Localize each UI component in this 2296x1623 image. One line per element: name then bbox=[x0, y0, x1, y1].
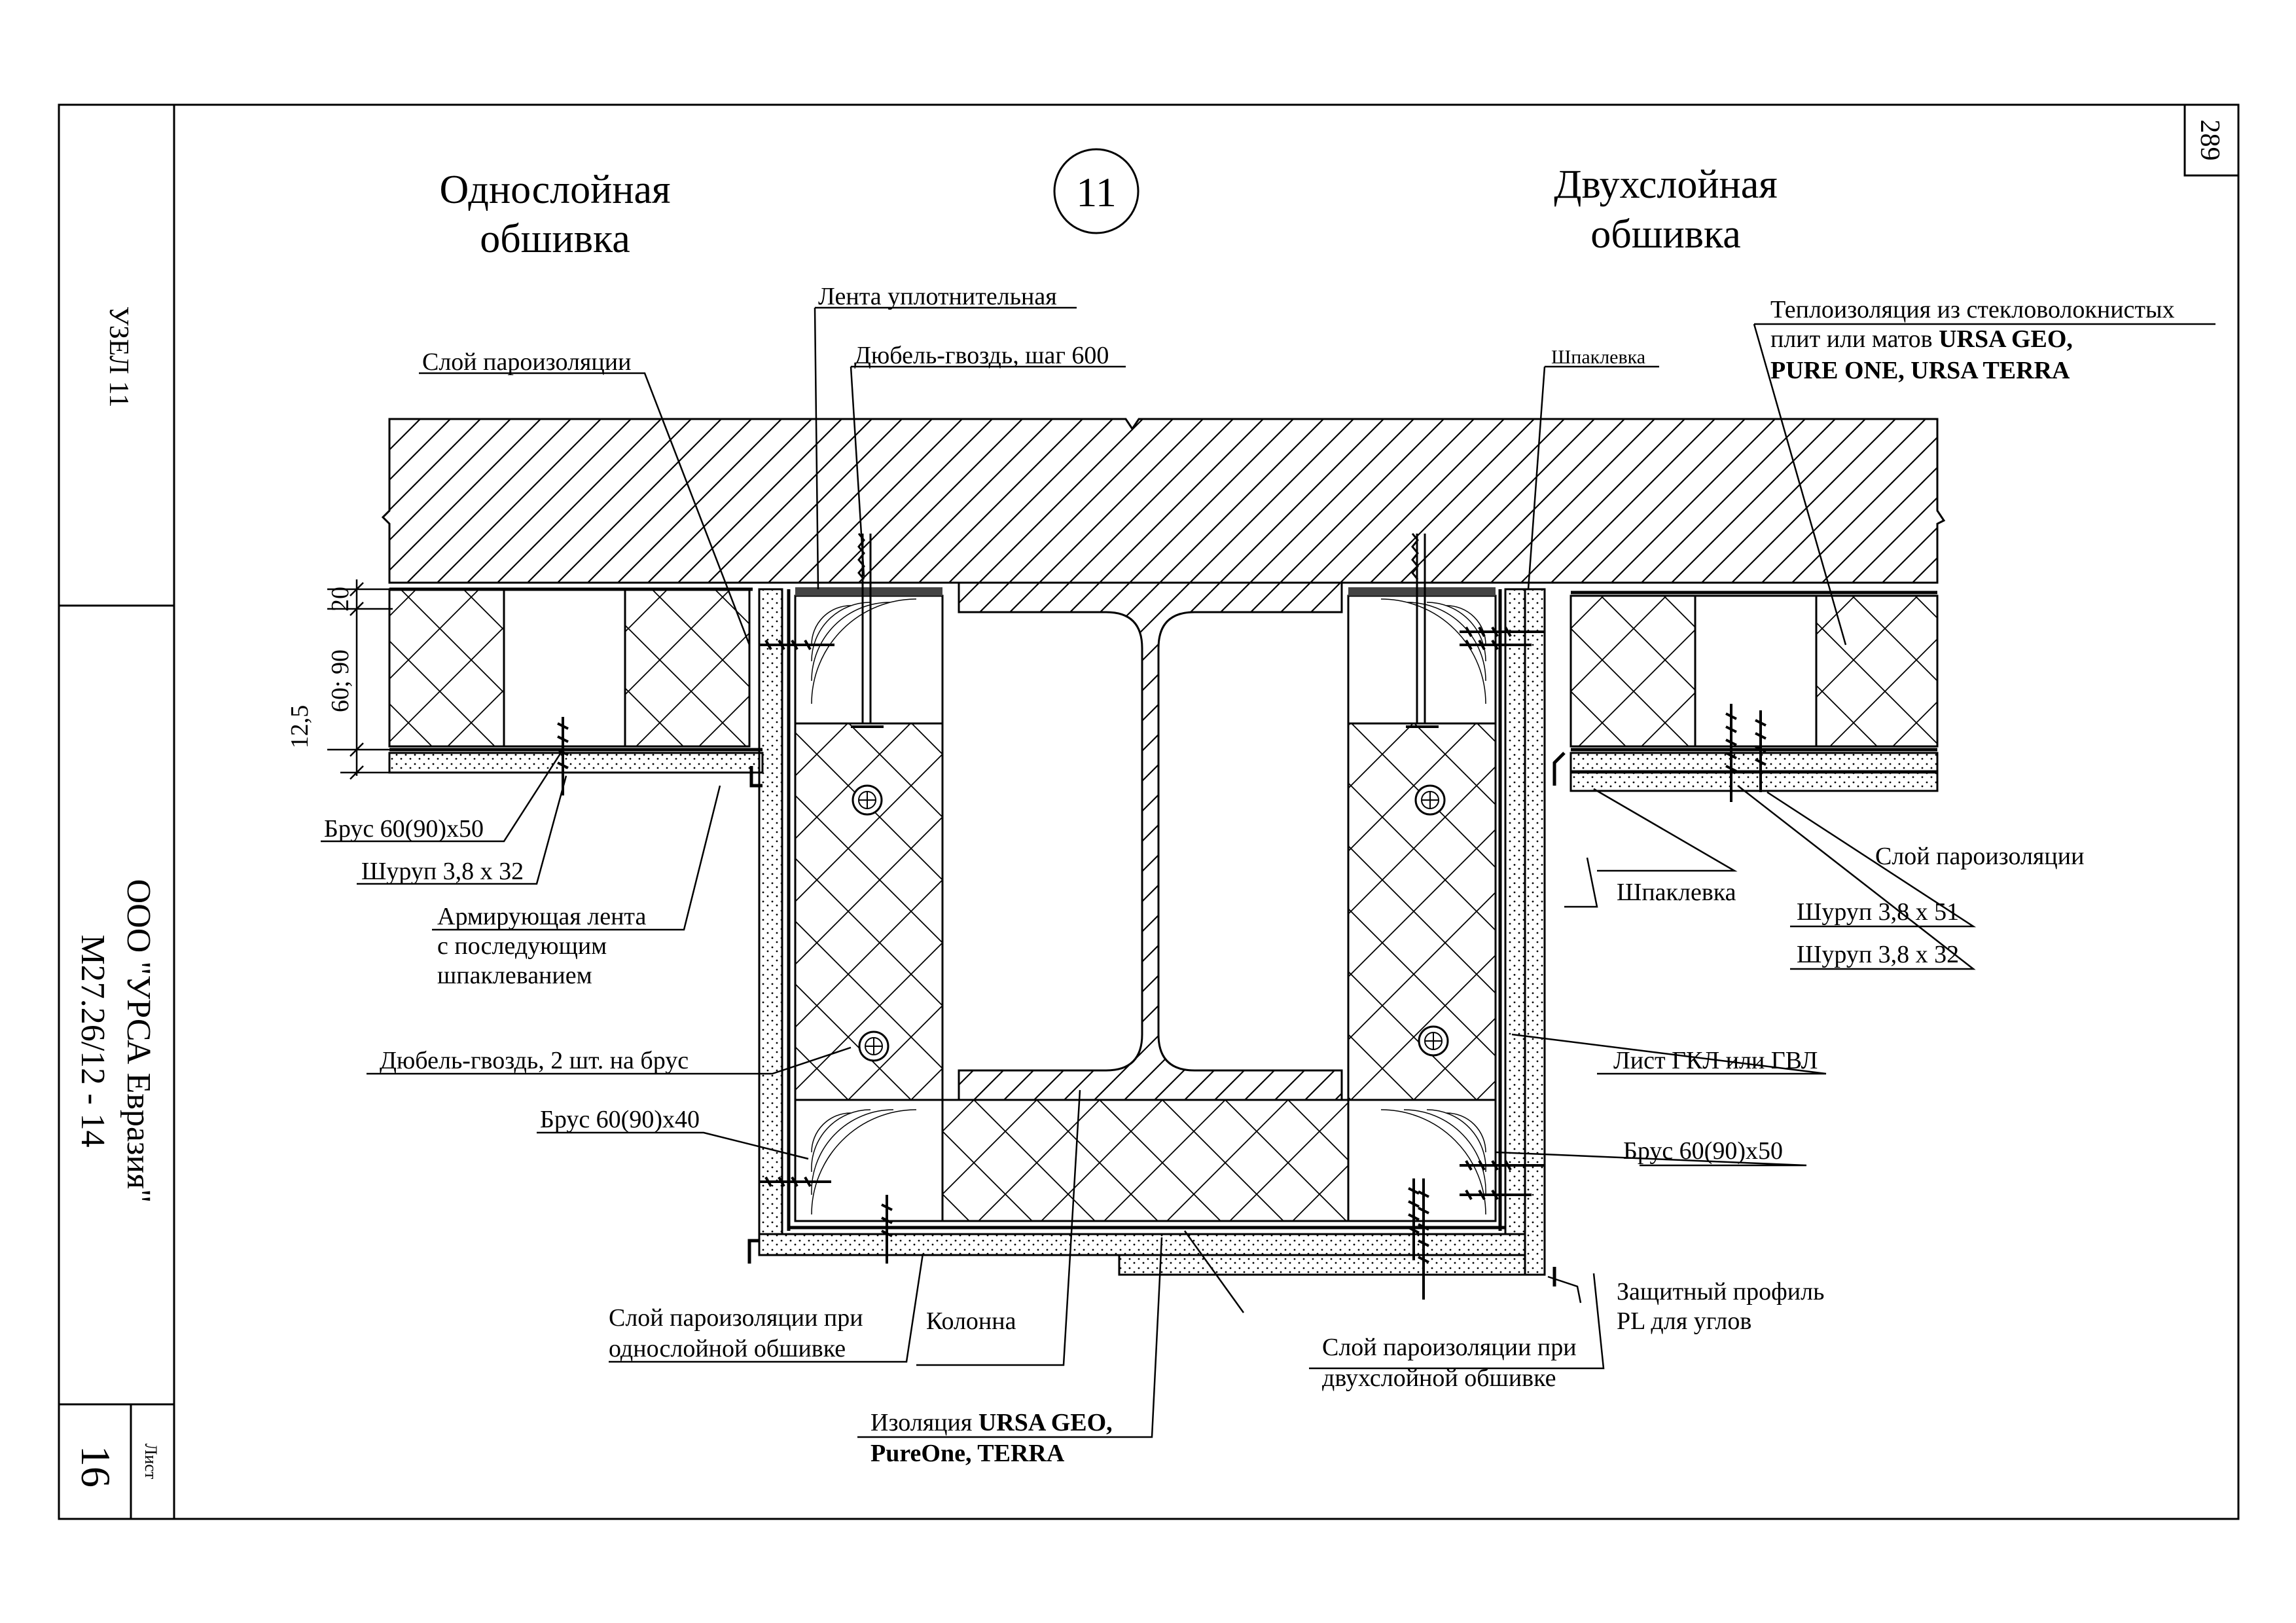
label-gkl-sheet: Лист ГКЛ или ГВЛ bbox=[1613, 1047, 1818, 1074]
dimension-12-5: 12,5 bbox=[286, 705, 314, 749]
label-insulation-line1: Изоляция URSA GEO, bbox=[870, 1409, 1113, 1436]
label-dowel-step: Дюбель-гвоздь, шаг 600 bbox=[854, 342, 1109, 369]
label-beam-60x50-left: Брус 60(90)х50 bbox=[324, 815, 484, 843]
label-screw-32-right: Шуруп 3,8 х 32 bbox=[1797, 941, 1959, 968]
side-node-label: УЗЕЛ 11 bbox=[103, 306, 134, 408]
label-column: Колонна bbox=[926, 1307, 1016, 1335]
label-tape-line2: с последующим bbox=[437, 932, 607, 960]
label-thermal-line3: PURE ONE, URSA TERRA bbox=[1770, 357, 2070, 384]
label-thermal-line2-bold: URSA GEO, bbox=[1939, 325, 2073, 353]
label-profile-line1: Защитный профиль bbox=[1617, 1278, 1824, 1305]
label-screw-32-left: Шуруп 3,8 х 32 bbox=[361, 858, 524, 885]
dimension-20: 20 bbox=[327, 587, 354, 611]
seal-tape-left bbox=[795, 587, 942, 596]
label-vapor-layer-left: Слой пароизоляции bbox=[422, 348, 631, 376]
heading-single-line2: обшивка bbox=[480, 217, 630, 261]
right-timber-beams bbox=[1347, 594, 1497, 1222]
heading-double-line2: обшивка bbox=[1590, 212, 1740, 257]
label-thermal-line2: плит или матов URSA GEO, bbox=[1770, 325, 2073, 353]
page-number: 289 bbox=[2195, 120, 2225, 161]
dowel-circles bbox=[852, 784, 1449, 1062]
heading-double-line1: Двухслойная bbox=[1554, 162, 1778, 207]
label-vapor-single-line2: однослойной обшивке bbox=[609, 1335, 846, 1362]
leader-lines bbox=[321, 306, 2215, 1438]
left-ceiling-board bbox=[388, 748, 764, 774]
label-thermal-line2-plain: плит или матов bbox=[1770, 325, 1939, 353]
column-insulation-bottom bbox=[941, 1099, 1350, 1222]
sheet-number: 16 bbox=[73, 1446, 119, 1487]
column-cladding bbox=[747, 588, 1566, 1286]
sheet-label: Лист bbox=[141, 1444, 160, 1479]
steel-column bbox=[958, 581, 1343, 1101]
left-timber-beams bbox=[794, 594, 944, 1222]
label-beam-60x40: Брус 60(90)х40 bbox=[540, 1106, 700, 1133]
node-number-circle bbox=[1053, 148, 1139, 234]
dimension-lines bbox=[327, 579, 393, 780]
label-putty-top: Шпаклевка bbox=[1551, 346, 1645, 368]
label-putty-right: Шпаклевка bbox=[1617, 879, 1736, 906]
label-tape-line3: шпаклеванием bbox=[437, 962, 592, 989]
node-number: 11 bbox=[1076, 169, 1117, 215]
screws bbox=[557, 627, 1767, 1300]
label-dowel-two: Дюбель-гвоздь, 2 шт. на брус bbox=[380, 1047, 689, 1074]
document-code: М27.26/12 - 14 bbox=[74, 935, 111, 1148]
heading-single-line1: Однослойная bbox=[439, 168, 670, 212]
label-vapor-single-line1: Слой пароизоляции при bbox=[609, 1304, 863, 1332]
label-seal-tape: Лента уплотнительная bbox=[818, 283, 1057, 310]
label-insulation-line1-bold: URSA GEO, bbox=[978, 1409, 1113, 1436]
seal-tape-right bbox=[1348, 587, 1496, 596]
label-thermal-line1: Теплоизоляция из стекловолокнистых bbox=[1770, 296, 2175, 323]
label-vapor-double-line1: Слой пароизоляции при bbox=[1322, 1334, 1577, 1361]
label-profile-line2: PL для углов bbox=[1617, 1307, 1751, 1335]
right-wall-insulation bbox=[1570, 591, 1939, 748]
label-vapor-layer-right: Слой пароизоляции bbox=[1875, 843, 2084, 870]
dimension-60-90: 60; 90 bbox=[327, 649, 354, 712]
label-insulation-line1-plain: Изоляция bbox=[870, 1409, 978, 1436]
right-ceiling-board bbox=[1570, 748, 1939, 792]
label-vapor-double-line2: двухслойной обшивке bbox=[1322, 1364, 1556, 1392]
label-tape-line1: Армирующая лента bbox=[437, 903, 646, 930]
label-screw-51: Шуруп 3,8 х 51 bbox=[1797, 898, 1959, 926]
left-wall-insulation bbox=[388, 587, 753, 748]
label-beam-60x50-right: Брус 60(90)х50 bbox=[1623, 1137, 1783, 1165]
company-name: ООО "УРСА Евразия" bbox=[120, 879, 157, 1203]
sheet-frame bbox=[58, 103, 2240, 1520]
label-insulation-line2: PureOne, TERRA bbox=[870, 1440, 1065, 1467]
concrete-slab bbox=[381, 418, 1946, 584]
